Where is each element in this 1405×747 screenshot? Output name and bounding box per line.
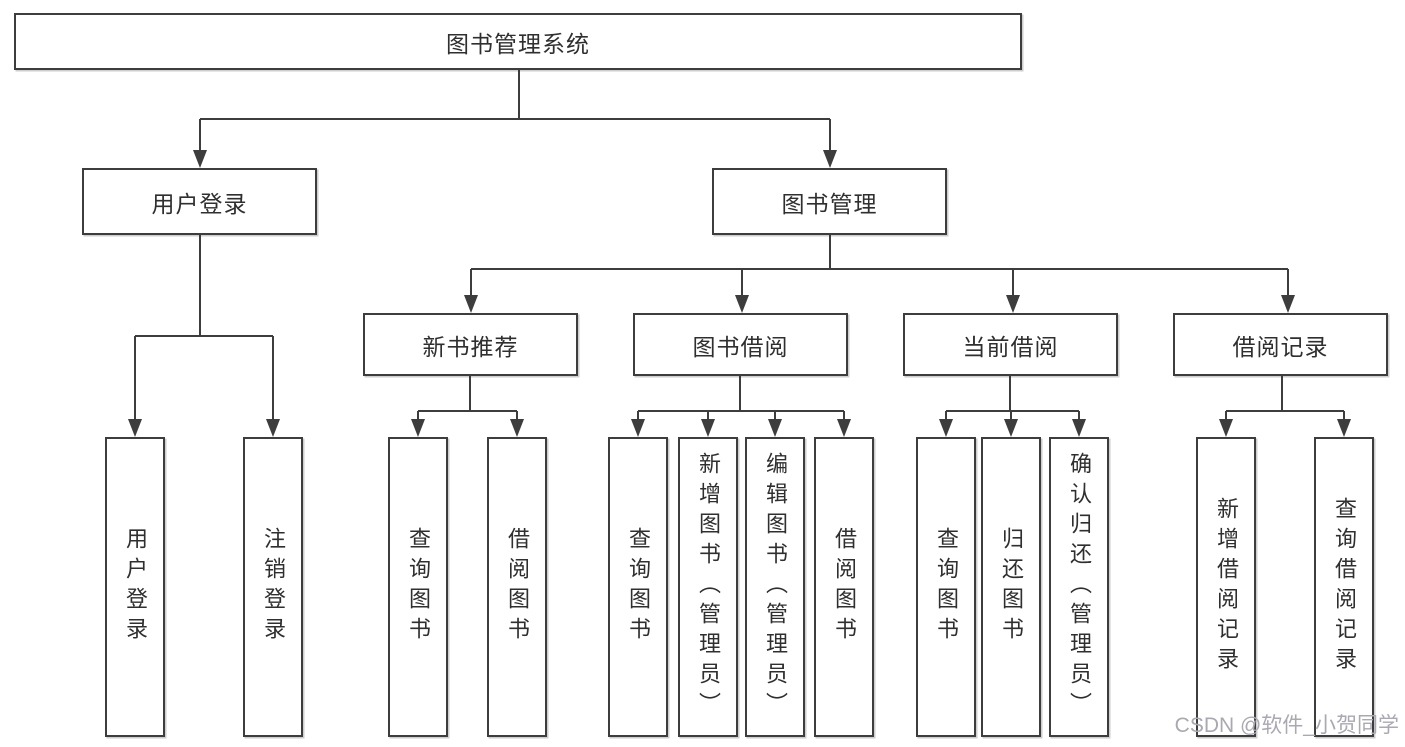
arrow-down-icon: [464, 295, 478, 313]
node-label: 新书推荐: [422, 333, 519, 360]
connector-current-borrow-group: [945, 376, 1080, 423]
leaf-label: 注销登录: [261, 527, 286, 647]
node-label: 图书管理: [781, 190, 878, 217]
node-label: 当前借阅: [962, 333, 1059, 360]
arrow-down-icon: [701, 419, 715, 437]
leaf-label: 借阅图书: [832, 527, 857, 647]
arrow-down-icon: [837, 419, 851, 437]
arrow-down-icon: [631, 419, 645, 437]
leaf-borrow-books: 借阅图书: [487, 437, 547, 737]
node-book-borrow: 图书借阅: [633, 313, 848, 376]
leaf-label: 查询图书: [406, 527, 431, 647]
arrow-down-icon: [128, 419, 142, 437]
leaf-add-book-admin: 新增图书（管理员）: [678, 437, 738, 737]
leaf-label: 查询借阅记录: [1332, 497, 1357, 677]
connector-user-login-group: [134, 235, 274, 423]
leaf-logout: 注销登录: [243, 437, 303, 737]
leaf-user-login: 用户登录: [105, 437, 165, 737]
arrow-down-icon: [939, 419, 953, 437]
leaf-add-borrow-record: 新增借阅记录: [1196, 437, 1256, 737]
arrow-down-icon: [1004, 419, 1018, 437]
connector-new-book-group: [417, 376, 518, 423]
leaf-confirm-return-admin: 确认归还（管理员）: [1049, 437, 1109, 737]
arrow-down-icon: [1337, 419, 1351, 437]
node-new-book-recommend: 新书推荐: [363, 313, 578, 376]
node-book-management-branch: 图书管理: [712, 168, 947, 235]
connector-borrow-records-group: [1225, 376, 1345, 423]
connector-root-to-branches: [199, 70, 831, 152]
leaf-label: 用户登录: [123, 527, 148, 647]
arrow-down-icon: [266, 419, 280, 437]
leaf-label: 查询图书: [934, 527, 959, 647]
arrow-down-icon: [823, 150, 837, 168]
leaf-query-books: 查询图书: [916, 437, 976, 737]
leaf-label: 借阅图书: [505, 527, 530, 647]
node-user-login-branch: 用户登录: [82, 168, 317, 235]
node-library-management-system: 图书管理系统: [14, 13, 1022, 70]
arrow-down-icon: [411, 419, 425, 437]
leaf-label: 确认归还（管理员）: [1067, 452, 1092, 722]
connector-book-management-group: [470, 235, 1289, 297]
leaf-edit-book-admin: 编辑图书（管理员）: [745, 437, 805, 737]
arrow-down-icon: [1072, 419, 1086, 437]
leaf-label: 新增图书（管理员）: [696, 452, 721, 722]
arrow-down-icon: [735, 295, 749, 313]
arrow-down-icon: [510, 419, 524, 437]
node-label: 图书管理系统: [446, 30, 590, 57]
leaf-borrow-books: 借阅图书: [814, 437, 874, 737]
leaf-return-book: 归还图书: [981, 437, 1041, 737]
leaf-label: 归还图书: [999, 527, 1024, 647]
arrow-down-icon: [1219, 419, 1233, 437]
connector-book-borrow-group: [637, 376, 845, 423]
arrow-down-icon: [768, 419, 782, 437]
node-current-borrow: 当前借阅: [903, 313, 1118, 376]
node-label: 用户登录: [151, 190, 248, 217]
leaf-label: 查询图书: [626, 527, 651, 647]
csdn-watermark: CSDN @软件_小贺同学: [1174, 714, 1399, 737]
node-label: 借阅记录: [1232, 333, 1329, 360]
node-borrow-records: 借阅记录: [1173, 313, 1388, 376]
leaf-query-books: 查询图书: [608, 437, 668, 737]
arrow-down-icon: [1281, 295, 1295, 313]
arrowheads: [128, 150, 1351, 437]
arrow-down-icon: [193, 150, 207, 168]
leaf-query-books: 查询图书: [388, 437, 448, 737]
leaf-query-borrow-record: 查询借阅记录: [1314, 437, 1374, 737]
leaf-label: 新增借阅记录: [1214, 497, 1239, 677]
arrow-down-icon: [1006, 295, 1020, 313]
leaf-label: 编辑图书（管理员）: [763, 452, 788, 722]
node-label: 图书借阅: [692, 333, 789, 360]
